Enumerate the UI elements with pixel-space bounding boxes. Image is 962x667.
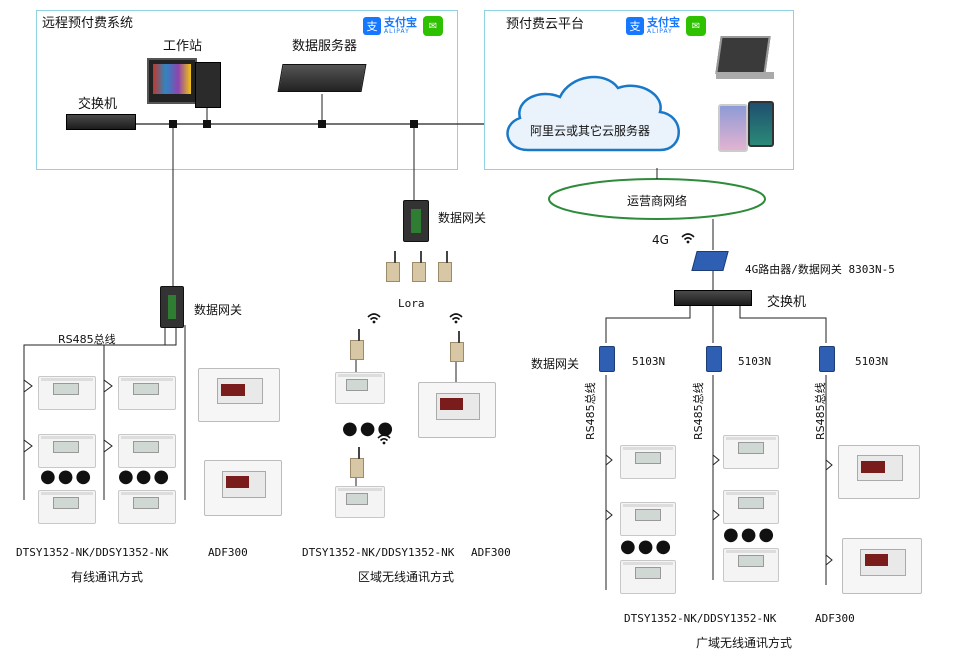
meter-icon (723, 435, 779, 469)
wifi-icon (377, 434, 391, 445)
meter-icon (38, 434, 96, 468)
regional-title: 区域无线通讯方式 (358, 570, 455, 584)
lora-module-icon (450, 331, 464, 362)
cloud-label: 阿里云或其它云服务器 (530, 124, 651, 138)
meter-icon (620, 445, 676, 479)
lora-module-icon (438, 251, 452, 282)
workstation-label: 工作站 (163, 39, 203, 54)
bus-1-label: RS485总线 (584, 382, 597, 440)
wifi-icon (449, 313, 463, 324)
ellipsis-dots: ●●● (620, 536, 674, 557)
gateway-icon (599, 346, 615, 372)
switch-icon (66, 114, 136, 130)
wired-adf-model: ADF300 (208, 546, 248, 559)
gateway-icon (403, 200, 429, 242)
meter-icon (38, 376, 96, 410)
meter-icon (335, 372, 385, 404)
meter-icon (38, 490, 96, 524)
left-switch-label: 交换机 (78, 97, 118, 112)
adf-meter-icon (418, 382, 496, 438)
wired-gateway-label: 数据网关 (194, 303, 243, 317)
junction-1 (169, 120, 177, 128)
router-icon (691, 251, 729, 271)
meter-icon (723, 548, 779, 582)
lora-module-icon (386, 251, 400, 282)
carrier-network-label: 运营商网络 (627, 194, 688, 208)
lora-module-icon (350, 329, 364, 360)
ellipsis-dots: ●●● (40, 466, 94, 487)
adf-meter-icon (204, 460, 282, 516)
wifi-icon (367, 313, 381, 324)
module-1-label: 5103N (632, 355, 666, 368)
meter-icon (620, 560, 676, 594)
router-label: 4G路由器/数据网关 8303N-5 (745, 263, 895, 276)
pc-tower-icon (195, 62, 221, 108)
wide-meter-model: DTSY1352-NK/DDSY1352-NK (624, 612, 777, 625)
bus-2-label: RS485总线 (692, 382, 705, 440)
module-2-label: 5103N (738, 355, 772, 368)
lora-label: Lora (398, 297, 425, 310)
lora-module-icon (350, 447, 364, 478)
left-panel-title: 远程预付费系统 (42, 16, 134, 31)
wired-meter-model: DTSY1352-NK/DDSY1352-NK (16, 546, 169, 559)
wide-adf-model: ADF300 (815, 612, 855, 625)
server-icon (277, 64, 367, 92)
gateway-icon (706, 346, 722, 372)
adf-meter-icon (198, 368, 280, 422)
meter-icon (335, 486, 385, 518)
lora-module-icon (412, 251, 426, 282)
bus-3-label: RS485总线 (814, 382, 827, 440)
ellipsis-dots: ●●● (723, 524, 777, 545)
data-server-label: 数据服务器 (292, 39, 358, 54)
laptop-icon (715, 36, 771, 74)
junction-2 (203, 120, 211, 128)
meter-icon (620, 502, 676, 536)
wifi-icon (681, 233, 695, 244)
tablet-icon (718, 104, 748, 152)
adf-meter-icon (838, 445, 920, 499)
regional-meter-model: DTSY1352-NK/DDSY1352-NK (302, 546, 455, 559)
remote-prepaid-panel (36, 10, 458, 170)
regional-gateway-label: 数据网关 (438, 211, 487, 225)
tablet-icon (748, 101, 774, 147)
cloud-shape (506, 75, 680, 152)
fourg-label: 4G (652, 233, 669, 247)
wide-switch-label: 交换机 (767, 295, 807, 310)
laptop-base-icon (716, 72, 774, 79)
workstation-icon (147, 58, 197, 104)
ellipsis-dots: ●●● (342, 418, 396, 439)
regional-adf-model: ADF300 (471, 546, 511, 559)
junction-3 (318, 120, 326, 128)
wechat-icon: ✉ (686, 16, 706, 36)
wechat-icon: ✉ (423, 16, 443, 36)
junction-4 (410, 120, 418, 128)
gateway-icon (160, 286, 184, 328)
gateway-icon (819, 346, 835, 372)
wired-title: 有线通讯方式 (71, 570, 144, 584)
switch-icon (674, 290, 752, 306)
ellipsis-dots: ●●● (118, 466, 172, 487)
meter-icon (118, 490, 176, 524)
meter-icon (118, 434, 176, 468)
meter-icon (118, 376, 176, 410)
adf-meter-icon (842, 538, 922, 594)
wide-title: 广域无线通讯方式 (696, 636, 793, 650)
module-3-label: 5103N (855, 355, 889, 368)
right-panel-title: 预付费云平台 (506, 17, 585, 32)
wide-gateway-label: 数据网关 (531, 357, 580, 371)
wired-bus-label: RS485总线 (58, 333, 116, 346)
meter-icon (723, 490, 779, 524)
